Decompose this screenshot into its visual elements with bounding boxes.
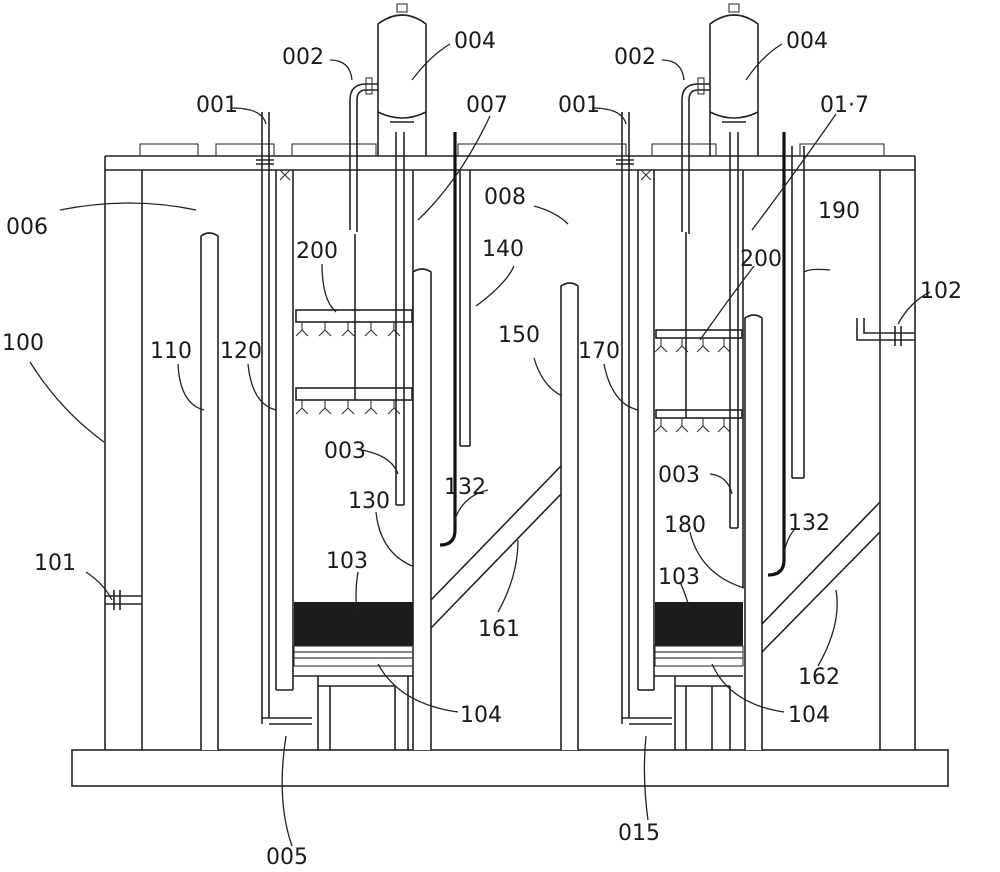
- pipe-002-right: [681, 77, 710, 234]
- label-001-right: 001: [558, 93, 600, 118]
- vessel-004-left: [377, 3, 427, 156]
- label-200-left: 200: [296, 239, 338, 264]
- label-102: 102: [920, 279, 962, 304]
- label-200-right: 200: [740, 247, 782, 272]
- label-100: 100: [2, 331, 44, 356]
- vessel-004-right: [709, 3, 759, 156]
- slope-plate-162: [761, 501, 881, 653]
- label-104-right: 104: [788, 703, 830, 728]
- label-004-right: 004: [786, 29, 828, 54]
- pipe-001-left: [256, 112, 312, 725]
- label-007: 007: [466, 93, 508, 118]
- label-190: 190: [818, 199, 860, 224]
- label-006: 006: [6, 215, 48, 240]
- label-017: 01·7: [820, 93, 869, 118]
- label-103-left: 103: [326, 549, 368, 574]
- wall-170: [637, 169, 655, 691]
- label-140: 140: [482, 237, 524, 262]
- label-003-left: 003: [324, 439, 366, 464]
- wall-130: [412, 268, 432, 750]
- outlet-pipe-102: [856, 318, 915, 346]
- label-180: 180: [664, 513, 706, 538]
- label-008: 008: [484, 185, 526, 210]
- label-005: 005: [266, 845, 308, 870]
- label-132-right: 132: [788, 511, 830, 536]
- reactor-right: [654, 132, 763, 750]
- pipe-132-left: [439, 132, 457, 547]
- pipe-001-right: [616, 112, 672, 725]
- label-003-right: 003: [658, 463, 700, 488]
- label-130: 130: [348, 489, 390, 514]
- wall-180: [744, 314, 763, 750]
- label-103-right: 103: [658, 565, 700, 590]
- callout-labels: 001 001 002 002 004 004 006 007 008 01·7…: [2, 29, 962, 870]
- base-slab: [71, 749, 949, 787]
- label-110: 110: [150, 339, 192, 364]
- media-layer-103-left: [294, 602, 413, 646]
- pipe-190: [791, 146, 805, 479]
- label-001-left: 001: [196, 93, 238, 118]
- pipe-132-right: [767, 132, 786, 577]
- inlet-pipe-101: [105, 590, 142, 610]
- label-162: 162: [798, 665, 840, 690]
- pipe-002-left: [349, 77, 378, 232]
- label-120: 120: [220, 339, 262, 364]
- label-004-left: 004: [454, 29, 496, 54]
- reactor-left: [293, 132, 432, 750]
- leader-lines: [29, 43, 931, 847]
- slope-plate-161: [430, 465, 562, 629]
- pipe-140: [459, 170, 471, 447]
- top-flanges: [139, 143, 885, 157]
- label-002-left: 002: [282, 45, 324, 70]
- label-104-left: 104: [460, 703, 502, 728]
- label-150: 150: [498, 323, 540, 348]
- label-101: 101: [34, 551, 76, 576]
- label-015: 015: [618, 821, 660, 846]
- media-layer-103-right: [655, 602, 743, 646]
- baffle-150: [560, 282, 579, 750]
- label-132-left: 132: [444, 475, 486, 500]
- label-170: 170: [578, 339, 620, 364]
- label-161: 161: [478, 617, 520, 642]
- baffle-110: [200, 232, 219, 750]
- wall-120: [275, 169, 294, 691]
- label-002-right: 002: [614, 45, 656, 70]
